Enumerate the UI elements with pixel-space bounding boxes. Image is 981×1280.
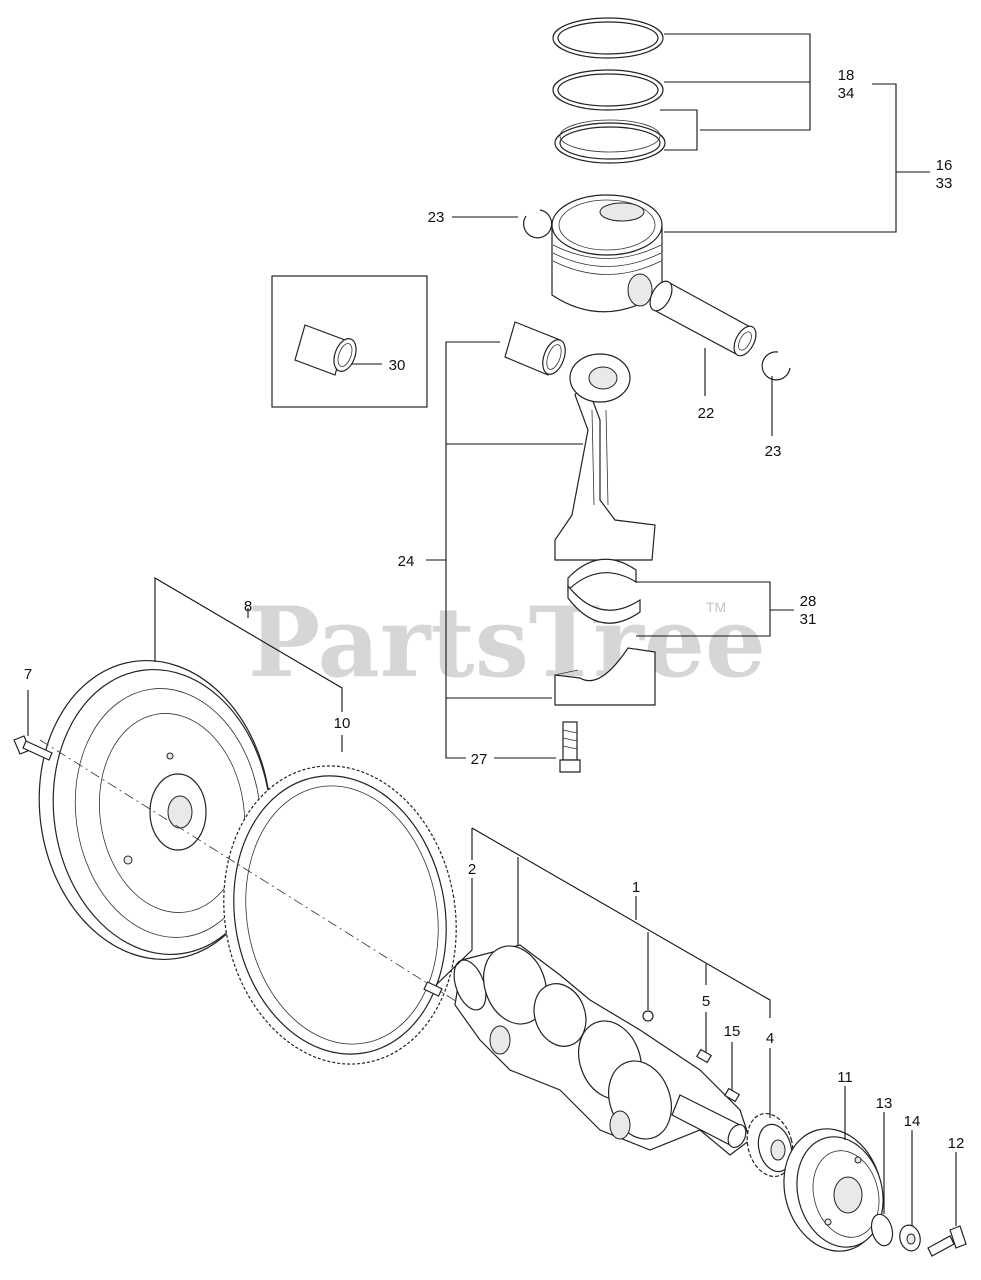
callout-13: 13 bbox=[876, 1095, 893, 1112]
small-end-bushing[interactable] bbox=[504, 321, 570, 377]
piston-pin[interactable] bbox=[646, 278, 761, 360]
rod-cap[interactable] bbox=[554, 647, 656, 706]
crank-pulley[interactable] bbox=[771, 1118, 896, 1263]
callout-7: 7 bbox=[24, 666, 32, 683]
oil-plug[interactable] bbox=[642, 1010, 654, 1022]
dowel-pin[interactable] bbox=[423, 981, 443, 997]
pulley-bolt[interactable] bbox=[927, 1225, 967, 1257]
flywheel[interactable] bbox=[20, 645, 290, 974]
callout-24: 24 bbox=[398, 553, 415, 570]
flywheel-bolt[interactable] bbox=[13, 735, 53, 761]
callout-10: 10 bbox=[334, 715, 351, 732]
crankshaft[interactable] bbox=[448, 937, 751, 1156]
callout-23-upper: 23 bbox=[428, 209, 445, 226]
bushing-inset-box bbox=[271, 275, 428, 408]
connecting-rod[interactable] bbox=[554, 353, 656, 561]
callout-8: 8 bbox=[244, 598, 252, 615]
callout-16: 16 bbox=[936, 157, 953, 174]
trademark-mark: TM bbox=[706, 599, 726, 615]
callout-11: 11 bbox=[837, 1069, 853, 1086]
callout-27: 27 bbox=[471, 751, 488, 768]
callout-22: 22 bbox=[698, 405, 715, 422]
circlip-upper[interactable] bbox=[523, 209, 553, 239]
callout-23-lower: 23 bbox=[765, 443, 782, 460]
parts-tree-watermark: PartsTree bbox=[248, 586, 766, 699]
washer[interactable] bbox=[897, 1223, 923, 1253]
rod-bolt[interactable] bbox=[559, 721, 581, 773]
callout-31: 31 bbox=[800, 611, 817, 628]
callout-30: 30 bbox=[389, 357, 406, 374]
callout-5: 5 bbox=[702, 993, 710, 1010]
crank-gear[interactable] bbox=[740, 1108, 799, 1181]
bearing-shells[interactable] bbox=[567, 558, 641, 624]
callout-1: 1 bbox=[632, 879, 640, 896]
callout-34: 34 bbox=[838, 85, 855, 102]
piston[interactable] bbox=[551, 194, 663, 313]
callout-33: 33 bbox=[936, 175, 953, 192]
o-ring[interactable] bbox=[868, 1212, 896, 1248]
ring-gear[interactable] bbox=[201, 747, 480, 1082]
callout-18: 18 bbox=[838, 67, 855, 84]
callout-14: 14 bbox=[904, 1113, 921, 1130]
small-end-bushing-inset[interactable] bbox=[294, 324, 360, 376]
leader-lines bbox=[27, 33, 957, 1226]
callout-15: 15 bbox=[724, 1023, 741, 1040]
crank-key-15[interactable] bbox=[723, 1087, 741, 1103]
callout-12: 12 bbox=[948, 1135, 965, 1152]
callout-4: 4 bbox=[766, 1030, 774, 1047]
assembly-centerline bbox=[39, 739, 471, 1011]
piston-rings[interactable] bbox=[552, 17, 666, 164]
crank-key-5[interactable] bbox=[695, 1048, 713, 1064]
callout-labels: 18 34 16 33 23 30 22 23 24 28 31 8 7 10 … bbox=[24, 67, 965, 1152]
callout-2: 2 bbox=[468, 861, 476, 878]
circlip-lower[interactable] bbox=[761, 351, 791, 381]
callout-28: 28 bbox=[800, 593, 817, 610]
